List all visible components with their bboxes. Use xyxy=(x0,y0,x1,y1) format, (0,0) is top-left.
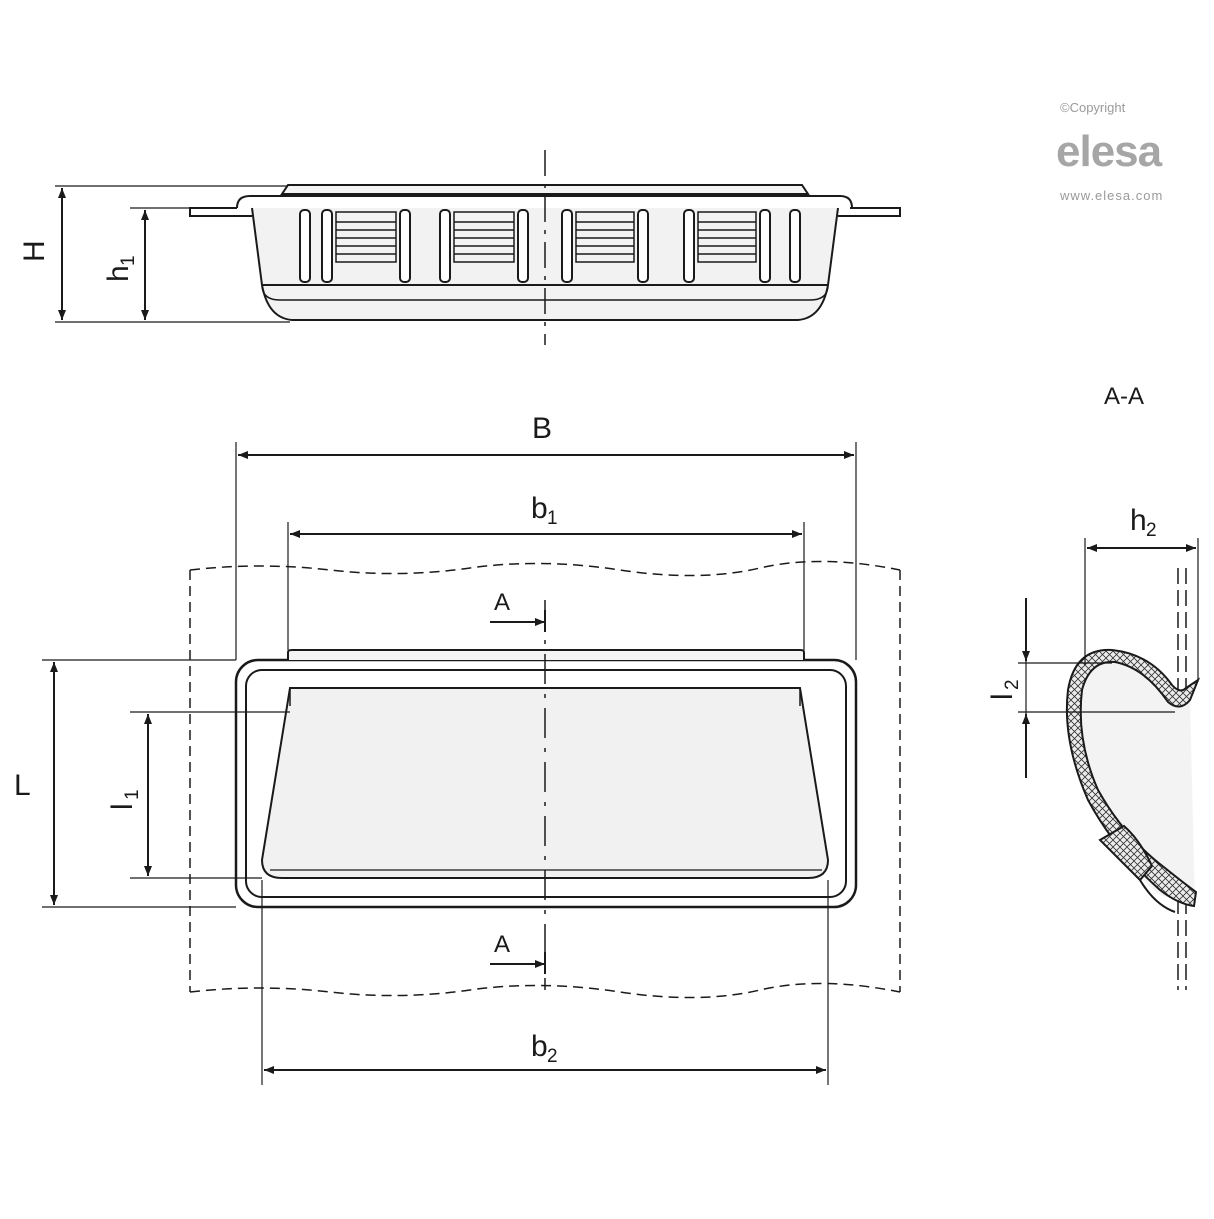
dim-b1-label: b 1 xyxy=(531,492,558,529)
side-ribs xyxy=(299,209,801,283)
website-text: www.elesa.com xyxy=(1059,188,1163,203)
elesa-watermark: ©Copyright elesa www.elesa.com xyxy=(1056,100,1164,203)
dim-l1-label: l 1 xyxy=(106,789,143,810)
dim-h2-label: h 2 xyxy=(1130,504,1157,541)
dim-B-label: B xyxy=(532,412,552,445)
dim-b2-label: b 2 xyxy=(531,1030,558,1067)
section-view xyxy=(1018,538,1201,990)
side-windows xyxy=(335,211,757,263)
section-marker-top: A xyxy=(494,589,510,616)
side-view xyxy=(55,150,901,345)
side-labels: H h 1 xyxy=(18,240,139,282)
dim-h1-base: h xyxy=(102,265,135,282)
front-view xyxy=(42,442,901,1085)
dim-h2-base: h xyxy=(1130,504,1147,537)
dim-b1-sub: 1 xyxy=(547,508,558,529)
section-labels: h 2 l 2 xyxy=(986,504,1157,700)
dim-b2-base: b xyxy=(531,1030,548,1063)
dim-b2-sub: 2 xyxy=(547,1046,558,1067)
dim-l2-label: l 2 xyxy=(986,679,1023,700)
front-labels: B b 1 b 2 L l 1 A A xyxy=(14,412,558,1067)
dim-l2-sub: 2 xyxy=(1002,679,1023,690)
panel-wavy-bottom xyxy=(189,982,901,999)
copyright-text: ©Copyright xyxy=(1060,100,1126,115)
right-flange xyxy=(838,207,901,217)
inner-rim xyxy=(245,669,847,898)
dim-L-label: L xyxy=(14,769,31,802)
dim-b1-base: b xyxy=(531,492,548,525)
section-marker-bottom: A xyxy=(494,931,510,958)
dim-l2-base: l xyxy=(986,693,1019,700)
dim-H-label: H xyxy=(18,240,51,262)
left-flange xyxy=(189,207,252,217)
section-title: A-A xyxy=(1104,383,1144,410)
brand-logo: elesa xyxy=(1056,127,1163,176)
panel-wavy-top xyxy=(189,560,901,577)
dim-h1-sub: 1 xyxy=(118,255,139,266)
dim-h1-label: h 1 xyxy=(102,255,139,282)
dim-l1-sub: 1 xyxy=(122,789,143,800)
dim-l1-base: l xyxy=(106,803,139,810)
dim-h2-sub: 2 xyxy=(1146,520,1157,541)
